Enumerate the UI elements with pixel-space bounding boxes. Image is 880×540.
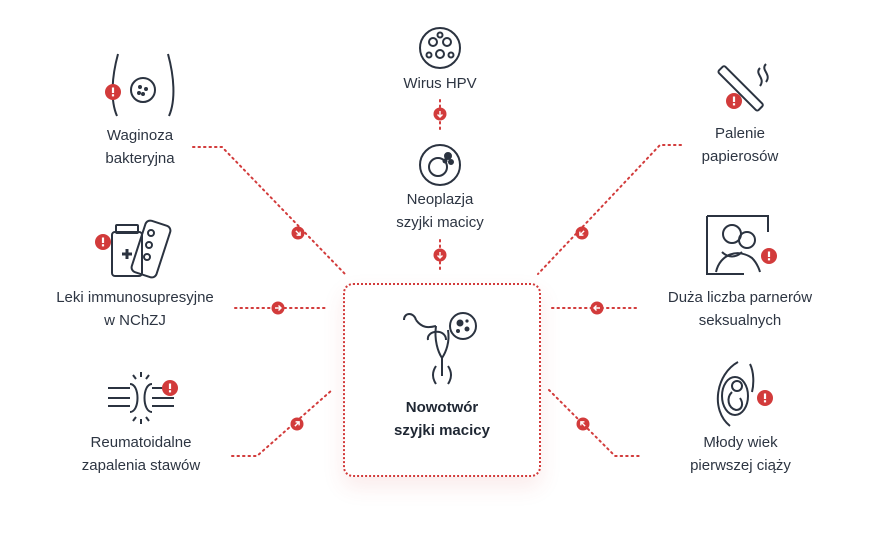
factor-smoking-label: Palenie papierosów [680,122,800,168]
connector-rheuma [231,389,333,457]
factor-neoplasia-line1: Neoplazja [406,191,474,208]
pelvis-icon [111,53,175,117]
factor-hpv-text: Wirus HPV [403,75,477,92]
factor-partners-line2: seksualnych [698,312,782,329]
factor-neoplasia-line2: szyjki macicy [396,214,484,231]
factor-rheuma-line1: Reumatoidalne [90,434,192,451]
factor-smoking-line2: papierosów [701,148,779,165]
warning-icon [726,93,742,109]
factor-vaginosis-line1: Waginoza [106,127,174,144]
warning-icon [105,84,121,100]
factor-pregnancy-label: Młody wiek pierwszej ciąży [668,431,813,477]
factor-immuno-line1: Leki immunosupresyjne [56,289,214,306]
central-node-line2: szyjki macicy [394,422,490,439]
factor-pregnancy-line2: pierwszej ciąży [690,457,791,474]
couple-icon [706,215,769,275]
connector-smoking [537,144,682,275]
warning-icon [757,390,773,406]
uterus-tumor-icon [403,312,477,385]
arrow-badges [271,107,604,431]
warning-icon [95,234,111,250]
factor-immuno-line2: w NChZJ [104,312,166,329]
arrow-left-icon [590,301,604,315]
arrow-down-icon [433,107,447,121]
virus-icon [419,27,461,69]
factor-immuno-label: Leki immunosupresyjne w NChZJ [40,286,230,332]
joint-pain-icon [108,372,174,424]
connector-pregnancy [548,389,641,457]
arrow-right-icon [271,301,285,315]
arrow-diagonal-icon [576,417,590,431]
cigarette-icon [717,63,769,112]
factor-hpv-label: Wirus HPV [390,72,490,95]
connector-vaginosis [192,146,346,275]
central-node-box [343,283,541,477]
arrow-diagonal-icon [575,226,589,240]
factor-neoplasia-label: Neoplazja szyjki macicy [380,188,500,234]
warning-icon [162,380,178,396]
arrow-diagonal-icon [291,226,305,240]
factor-smoking-line1: Palenie [714,125,766,142]
central-node-label: Nowotwór szyjki macicy [343,396,541,442]
factor-partners-label: Duża liczba parnerów seksualnych [645,286,835,332]
pregnancy-icon [716,361,755,427]
cell-icon [419,144,461,186]
factor-partners-line1: Duża liczba parnerów [667,289,813,306]
factor-rheuma-line2: zapalenia stawów [81,457,201,474]
warning-icon [761,248,777,264]
factor-vaginosis-label: Waginoza bakteryjna [80,124,200,170]
arrow-down-icon [433,248,447,262]
factor-rheuma-label: Reumatoidalne zapalenia stawów [66,431,216,477]
medication-icon [111,219,172,279]
central-node-line1: Nowotwór [405,399,479,416]
factor-pregnancy-line1: Młody wiek [703,434,778,451]
arrow-diagonal-icon [290,417,304,431]
factor-vaginosis-line2: bakteryjna [105,150,175,167]
